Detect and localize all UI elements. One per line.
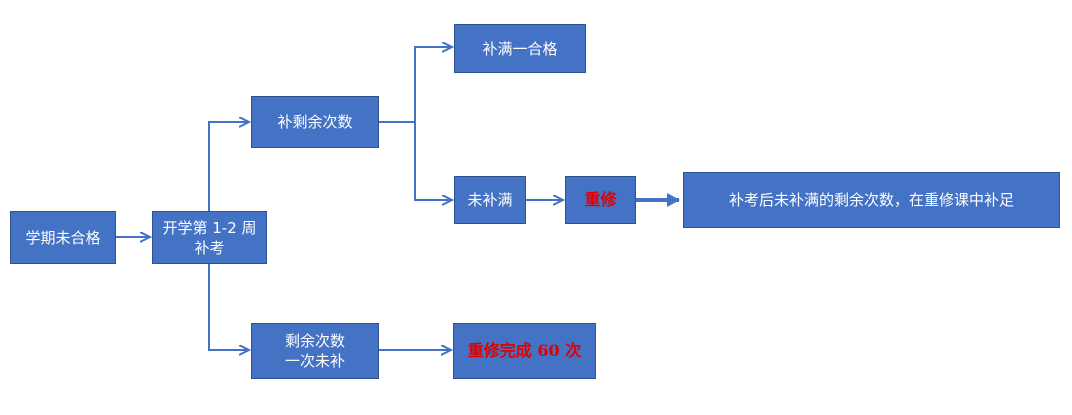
node-retake-60: 重修完成 60 次	[453, 323, 596, 379]
node-semester-fail: 学期未合格	[10, 211, 116, 264]
node-retake-note-label: 补考后未补满的剩余次数，在重修课中补足	[728, 191, 1014, 209]
node-makeup-exam: 开学第 1-2 周 补考	[152, 211, 267, 264]
node-make-up-remaining-label: 补剩余次数	[277, 113, 353, 131]
node-none-made-up: 剩余次数 一次未补	[251, 323, 379, 379]
connector-make-up-remaining-to-not-complete	[414, 122, 452, 200]
node-complete-pass-label: 补满一合格	[482, 39, 558, 58]
node-not-complete-label: 未补满	[467, 191, 513, 209]
node-retake-60-label: 重修完成 60 次	[467, 341, 582, 360]
node-make-up-remaining: 补剩余次数	[251, 96, 379, 148]
connector-make-up-remaining-to-complete-pass	[379, 47, 452, 123]
connector-makeup-exam-to-make-up-remaining	[208, 122, 249, 211]
node-none-made-up-label-line2: 一次未补	[284, 352, 345, 370]
node-makeup-exam-label-line2: 补考	[194, 238, 225, 257]
node-complete-pass: 补满一合格	[454, 24, 586, 73]
node-not-complete: 未补满	[454, 176, 526, 224]
node-retake: 重修	[565, 176, 636, 224]
node-retake-label: 重修	[584, 190, 617, 209]
node-makeup-exam-label-line1: 开学第 1-2 周	[162, 218, 257, 237]
connector-makeup-exam-to-none-made-up	[208, 264, 249, 350]
node-retake-note: 补考后未补满的剩余次数，在重修课中补足	[683, 172, 1060, 228]
node-none-made-up-label-line1: 剩余次数	[284, 332, 345, 350]
node-semester-fail-label: 学期未合格	[25, 228, 101, 247]
